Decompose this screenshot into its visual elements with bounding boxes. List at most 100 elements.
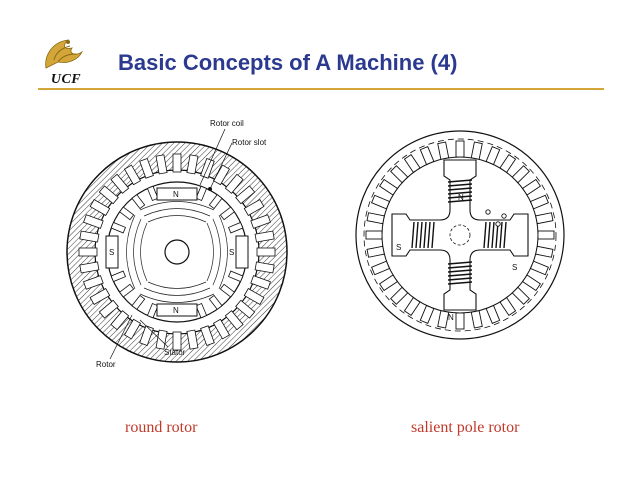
stator-slot — [186, 329, 199, 350]
stator-slot — [200, 325, 215, 346]
coil-turn — [447, 187, 473, 191]
stator-slot — [254, 230, 275, 243]
coil-turn — [499, 221, 503, 249]
coil-turn — [447, 179, 473, 183]
pole-label-right: S — [512, 263, 517, 272]
stator-slot — [254, 261, 275, 274]
stator-slot — [83, 275, 104, 290]
pole-box-top — [156, 187, 198, 201]
stator-tooth — [529, 194, 549, 210]
pole-box-right — [235, 235, 249, 269]
stator-tooth — [403, 297, 421, 317]
stator-tooth — [522, 178, 542, 196]
stator-slot — [212, 318, 231, 340]
stator-slot — [139, 325, 154, 346]
pole-box-bottom — [156, 303, 198, 317]
stator-tooth — [365, 230, 383, 240]
stator-slot — [110, 173, 130, 194]
pole-label-bottom: N — [448, 313, 454, 322]
stator-tooth — [537, 230, 555, 240]
stator-tooth — [511, 165, 530, 184]
coil-turn — [487, 221, 491, 249]
coil-turn — [431, 221, 435, 249]
coil-turn — [411, 221, 415, 249]
coil-turn — [447, 183, 473, 187]
coil-turn — [503, 221, 507, 249]
stator-slot — [89, 198, 111, 217]
stator-tooth — [455, 140, 465, 158]
stator-tooth — [366, 245, 385, 258]
stator-slot — [172, 331, 182, 351]
stator-slot — [235, 299, 256, 319]
rotor-slot — [110, 270, 127, 283]
stator-slots — [78, 153, 276, 351]
coil-terminals — [485, 209, 507, 227]
coil-turn — [447, 195, 473, 199]
stator-tooth — [437, 141, 450, 160]
stator-slot — [89, 287, 111, 306]
rotor-slot — [110, 221, 127, 234]
label-rotor: Rotor — [96, 360, 116, 369]
stator-tooth — [470, 141, 483, 160]
stator-slot — [250, 275, 271, 290]
stator-tooth — [522, 274, 542, 292]
rotor-slot — [227, 270, 244, 283]
shaft — [449, 224, 471, 246]
stator-tooth — [529, 260, 549, 276]
stator-tooth — [511, 286, 530, 305]
field-coils — [411, 179, 507, 285]
annotation-leaders — [109, 128, 233, 360]
pegasus-icon — [45, 39, 84, 69]
coil-turn — [419, 221, 423, 249]
stator-tooth — [499, 297, 517, 317]
rotor-slot — [146, 185, 159, 202]
coil-turn — [447, 261, 473, 265]
stator-tooth — [535, 245, 554, 258]
ucf-logo: UCF — [38, 32, 94, 90]
stator-tooth — [390, 286, 409, 305]
rotor-slots — [110, 185, 244, 319]
stator-tooth — [470, 310, 483, 329]
stator-tooth — [485, 304, 501, 324]
coil-turn — [423, 221, 427, 249]
stator-slot — [172, 153, 182, 173]
coil-turn — [447, 191, 473, 195]
stator-slot — [256, 247, 276, 257]
pole-box-left — [105, 235, 119, 269]
label-stator: Stator — [164, 348, 186, 357]
stator-slot — [235, 185, 256, 205]
caption-salient-pole-rotor: salient pole rotor — [411, 419, 520, 436]
label-rotor-coil: Rotor coil — [210, 119, 244, 128]
stator-slot — [123, 164, 142, 186]
stator-tooth — [378, 274, 398, 292]
stator-slot — [79, 261, 100, 274]
coil-turn — [447, 269, 473, 273]
pole-label-left: S — [109, 248, 114, 257]
stator-slot — [243, 198, 265, 217]
coil-turn — [447, 277, 473, 281]
round-rotor-diagram: N N S S Rotor coil Rotor slot Stator Rot… — [66, 119, 288, 369]
stator-slot — [79, 230, 100, 243]
pole-label-top: N — [458, 193, 464, 202]
stator-tooth — [419, 304, 435, 324]
stator-slot — [186, 154, 199, 175]
rotor-slot — [119, 283, 135, 298]
logo-text: UCF — [50, 72, 82, 87]
shaft — [164, 239, 190, 265]
rotor-slot — [131, 194, 146, 210]
coil-turn — [447, 199, 473, 203]
rotor-slot — [219, 283, 235, 298]
stator-slot — [224, 173, 244, 194]
stator-tooth — [485, 146, 501, 166]
rotor-slot — [146, 302, 159, 319]
pole-label-left: S — [396, 243, 401, 252]
stator-slot — [139, 158, 154, 179]
coil-turn — [447, 273, 473, 277]
coil-turn — [447, 281, 473, 285]
stator-tooth — [390, 165, 409, 184]
pole-label-bottom: N — [173, 306, 179, 315]
stator-slot — [98, 185, 119, 205]
label-rotor-slot: Rotor slot — [232, 138, 267, 147]
stator-tooth — [419, 146, 435, 166]
rotor-slot — [219, 206, 235, 221]
